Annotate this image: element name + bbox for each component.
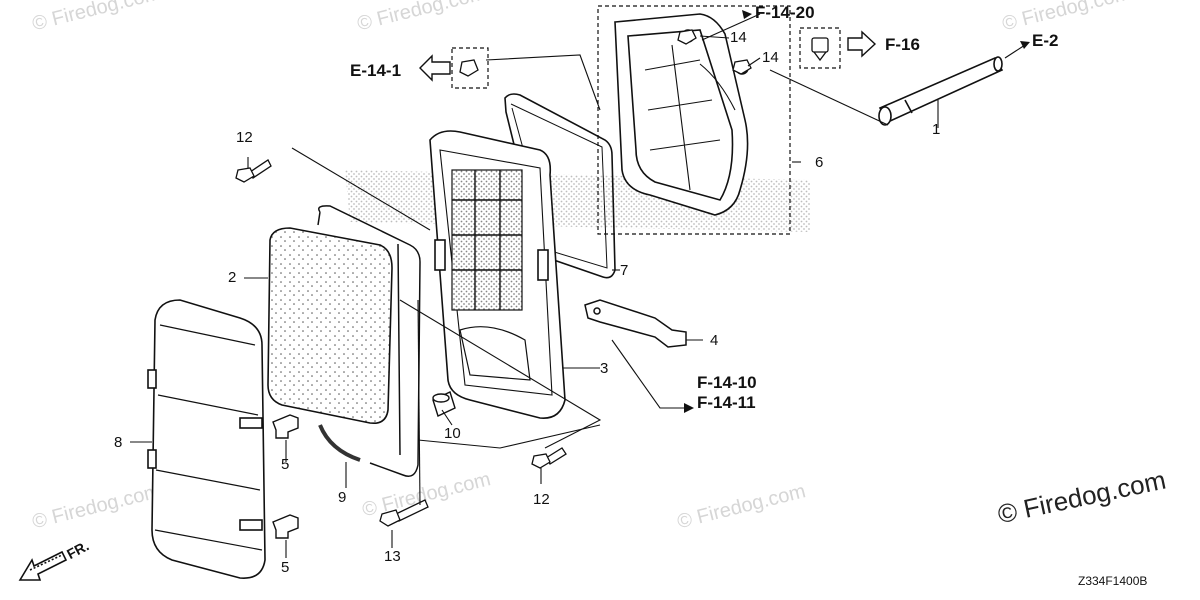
air-cleaner-cover [614,13,749,216]
callout-14-upper: 14 [730,29,747,46]
callout-4: 4 [710,332,719,349]
valve-group-box [799,27,841,69]
seal [317,205,421,477]
clip-upper [272,414,299,439]
fr-arrow [18,550,68,581]
nut-14-upper [677,29,697,45]
callout-5-upper: 5 [281,456,290,473]
ref-f-14-20: F-14-20 [755,3,815,22]
ref-f-14-10: F-14-10 [697,373,757,392]
ref-e-2: E-2 [1032,31,1059,50]
nut-e-14-1 [459,59,479,77]
arrow-solid [684,10,1030,413]
bracket [584,299,687,348]
diagram-code: Z334F1400B [1078,574,1148,588]
callout-5-lower: 5 [281,559,290,576]
ref-e-14-1: E-14-1 [350,61,402,80]
bolt-12-lower [531,447,567,469]
callout-14-lower: 14 [762,49,779,66]
callout-6: 6 [815,154,824,171]
ref-f-14-11: F-14-11 [697,393,756,412]
leader-lines [130,13,1026,558]
callout-10: 10 [444,425,461,442]
ref-f-16: F-16 [885,35,920,54]
air-cleaner-case [429,130,566,419]
callout-1: 1 [932,121,941,138]
callout-2: 2 [228,269,237,286]
callout-9: 9 [338,489,347,506]
outer-cover [147,299,266,579]
nut-14-lower [732,59,752,75]
breather-tube [878,56,1004,126]
bolt-12-upper [235,159,272,183]
valve-f-16 [811,37,829,62]
bolt-13 [379,499,429,527]
nut-group-box [451,47,489,89]
arrow-f-16 [847,30,877,58]
callout-8: 8 [114,434,123,451]
arrow-e-14-1 [419,54,451,82]
foam-element [267,227,393,425]
callout-3: 3 [600,360,609,377]
callout-7: 7 [620,262,629,279]
callout-12-lower: 12 [533,491,550,508]
clip-lower [272,514,299,539]
collar [432,391,456,417]
callout-12-upper: 12 [236,129,253,146]
callout-13: 13 [384,548,401,565]
